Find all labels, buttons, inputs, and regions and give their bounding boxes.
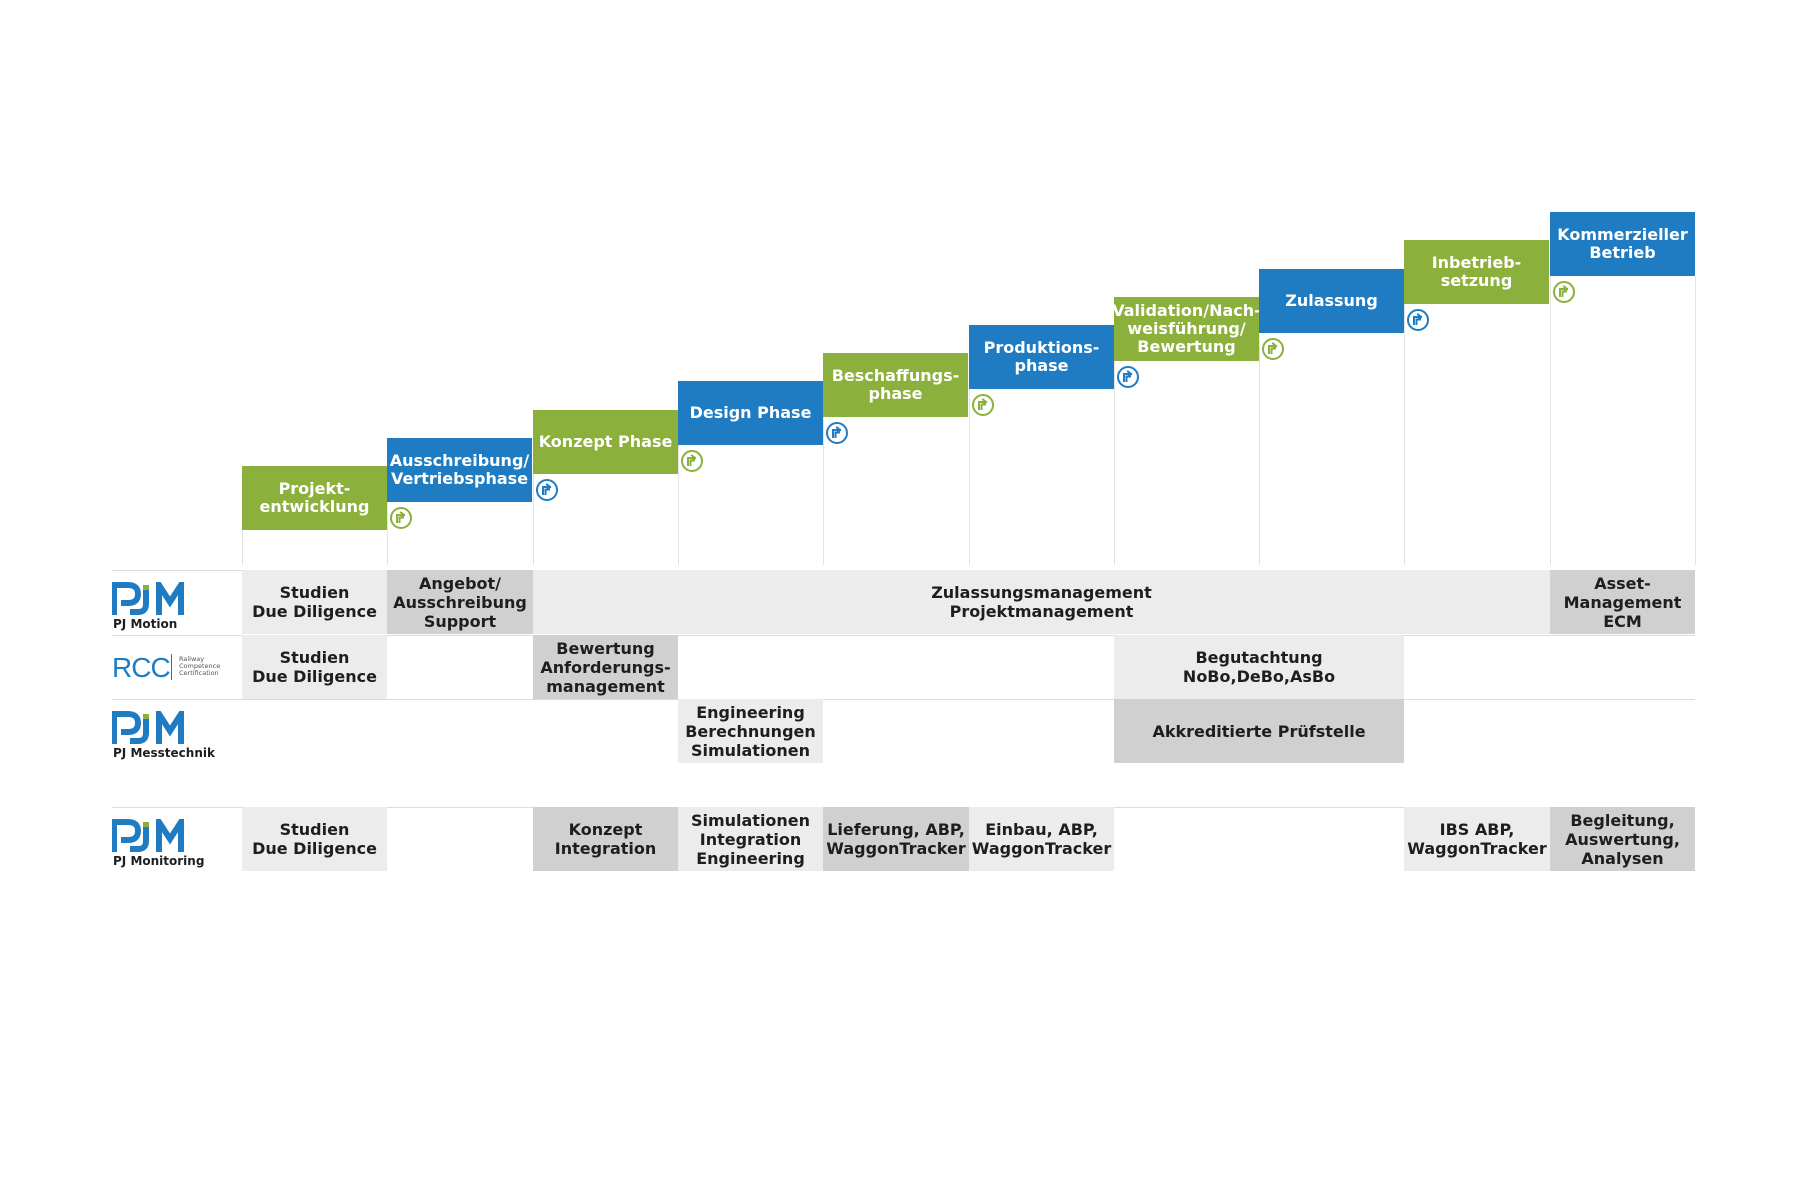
phase-box: Validation/Nach- weisführung/ Bewertung	[1112, 297, 1261, 361]
pjm-logo	[111, 574, 200, 620]
guide-line	[678, 445, 679, 565]
guide-line	[242, 530, 243, 565]
corner-arrow-icon	[826, 422, 848, 444]
corner-arrow-icon	[1407, 309, 1429, 331]
service-cell: Studien Due Diligence	[242, 807, 387, 871]
service-cell: Einbau, ABP, WaggonTracker	[969, 807, 1114, 871]
pjm-logo	[111, 703, 200, 749]
service-cell: Akkreditierte Prüfstelle	[1114, 699, 1404, 763]
corner-arrow-icon	[1262, 338, 1284, 360]
service-cell: Studien Due Diligence	[242, 635, 387, 699]
corner-arrow-icon	[1117, 366, 1139, 388]
service-cell: Bewertung Anforderungs- management	[533, 635, 678, 699]
guide-line	[533, 474, 534, 565]
corner-arrow-icon	[536, 479, 558, 501]
service-cell: Konzept Integration	[533, 807, 678, 871]
rcc-logo: RCC	[112, 652, 171, 683]
rcc-logo-divider	[171, 654, 172, 680]
service-cell: Angebot/ Ausschreibung Support	[387, 570, 533, 634]
phase-box: Design Phase	[678, 381, 823, 445]
service-cell: IBS ABP, WaggonTracker	[1404, 807, 1550, 871]
corner-arrow-icon	[390, 507, 412, 529]
service-cell: Studien Due Diligence	[242, 570, 387, 634]
corner-arrow-icon	[972, 394, 994, 416]
phase-box: Konzept Phase	[533, 410, 678, 474]
guide-line	[1114, 361, 1115, 565]
phase-box: Zulassung	[1259, 269, 1404, 333]
phase-box: Kommerzieller Betrieb	[1550, 212, 1695, 276]
row-separator	[112, 635, 1695, 636]
service-cell: Zulassungsmanagement Projektmanagement	[533, 570, 1550, 634]
guide-line	[969, 389, 970, 565]
service-cell: Engineering Berechnungen Simulationen	[678, 699, 823, 763]
corner-arrow-icon	[1553, 281, 1575, 303]
service-cell: Begleitung, Auswertung, Analysen	[1550, 807, 1695, 871]
corner-arrow-icon	[681, 450, 703, 472]
phase-box: Beschaffungs- phase	[823, 353, 968, 417]
guide-line	[1695, 276, 1696, 565]
logo-caption: PJ Monitoring	[113, 854, 205, 868]
guide-line	[387, 502, 388, 565]
service-cell: Simulationen Integration Engineering	[678, 807, 823, 871]
row-separator	[112, 699, 1695, 700]
guide-line	[1404, 304, 1405, 565]
phase-box: Projekt- entwicklung	[242, 466, 387, 530]
guide-line	[1259, 333, 1260, 565]
guide-line	[1550, 276, 1551, 565]
rcc-logo-subtitle: Railway Competence Certification	[179, 655, 221, 677]
guide-line	[823, 417, 824, 565]
service-cell: Lieferung, ABP, WaggonTracker	[823, 807, 969, 871]
phase-box: Produktions- phase	[969, 325, 1114, 389]
phase-box: Inbetrieb- setzung	[1404, 240, 1549, 304]
service-cell: Asset- Management ECM	[1550, 570, 1695, 634]
logo-caption: PJ Messtechnik	[113, 746, 215, 760]
logo-caption: PJ Motion	[113, 617, 178, 631]
service-cell: Begutachtung NoBo,DeBo,AsBo	[1114, 635, 1404, 699]
phase-box: Ausschreibung/ Vertriebsphase	[387, 438, 532, 502]
pjm-logo	[111, 811, 200, 857]
